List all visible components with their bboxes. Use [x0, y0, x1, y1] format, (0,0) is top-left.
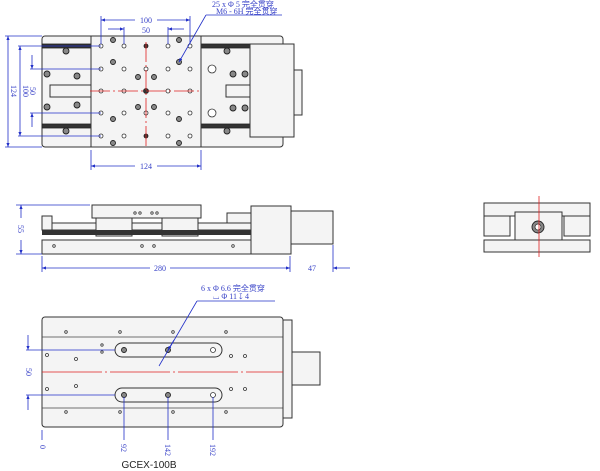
top-hole-note-1: 25 x Φ 5 完全贯穿 [212, 0, 274, 9]
side-motor [290, 210, 334, 245]
pos-92: 92 [119, 444, 128, 452]
dim-50-bottom: 50 [24, 368, 33, 376]
dim-47: 47 [308, 264, 316, 273]
dim-124-bottom: 124 [140, 162, 152, 171]
end-view [483, 196, 591, 257]
bottom-view: 50 0 92 142 192 6 x Φ 6.6 完全贯穿 ⌴ Φ 11 ↧ … [24, 283, 321, 456]
dim-124-left: 124 [9, 85, 18, 97]
dim-100-top: 100 [140, 16, 152, 25]
pos-142: 142 [163, 444, 172, 456]
motor-mount [249, 43, 295, 138]
pos-192: 192 [208, 444, 217, 456]
side-view: 55 280 47 [16, 204, 350, 273]
dim-50-left: 50 [28, 87, 37, 95]
top-hole-note-2: M6 - 6H 完全贯穿 [216, 6, 278, 16]
motor [293, 69, 303, 116]
top-view: 100 50 124 124 100 50 25 x Φ 5 完全贯穿 M6 -… [5, 0, 303, 171]
dim-55: 55 [16, 225, 25, 233]
pos-0: 0 [38, 445, 47, 449]
dim-50-top: 50 [142, 26, 150, 35]
dim-100-left: 100 [21, 85, 30, 97]
side-carriage [91, 204, 202, 219]
side-base [41, 239, 284, 255]
dim-280: 280 [154, 264, 166, 273]
bottom-hole-note-1: 6 x Φ 6.6 完全贯穿 [201, 283, 265, 293]
model-label: GCEX-100B [121, 460, 176, 471]
bottom-hole-note-2: ⌴ Φ 11 ↧ 4 [213, 292, 249, 301]
